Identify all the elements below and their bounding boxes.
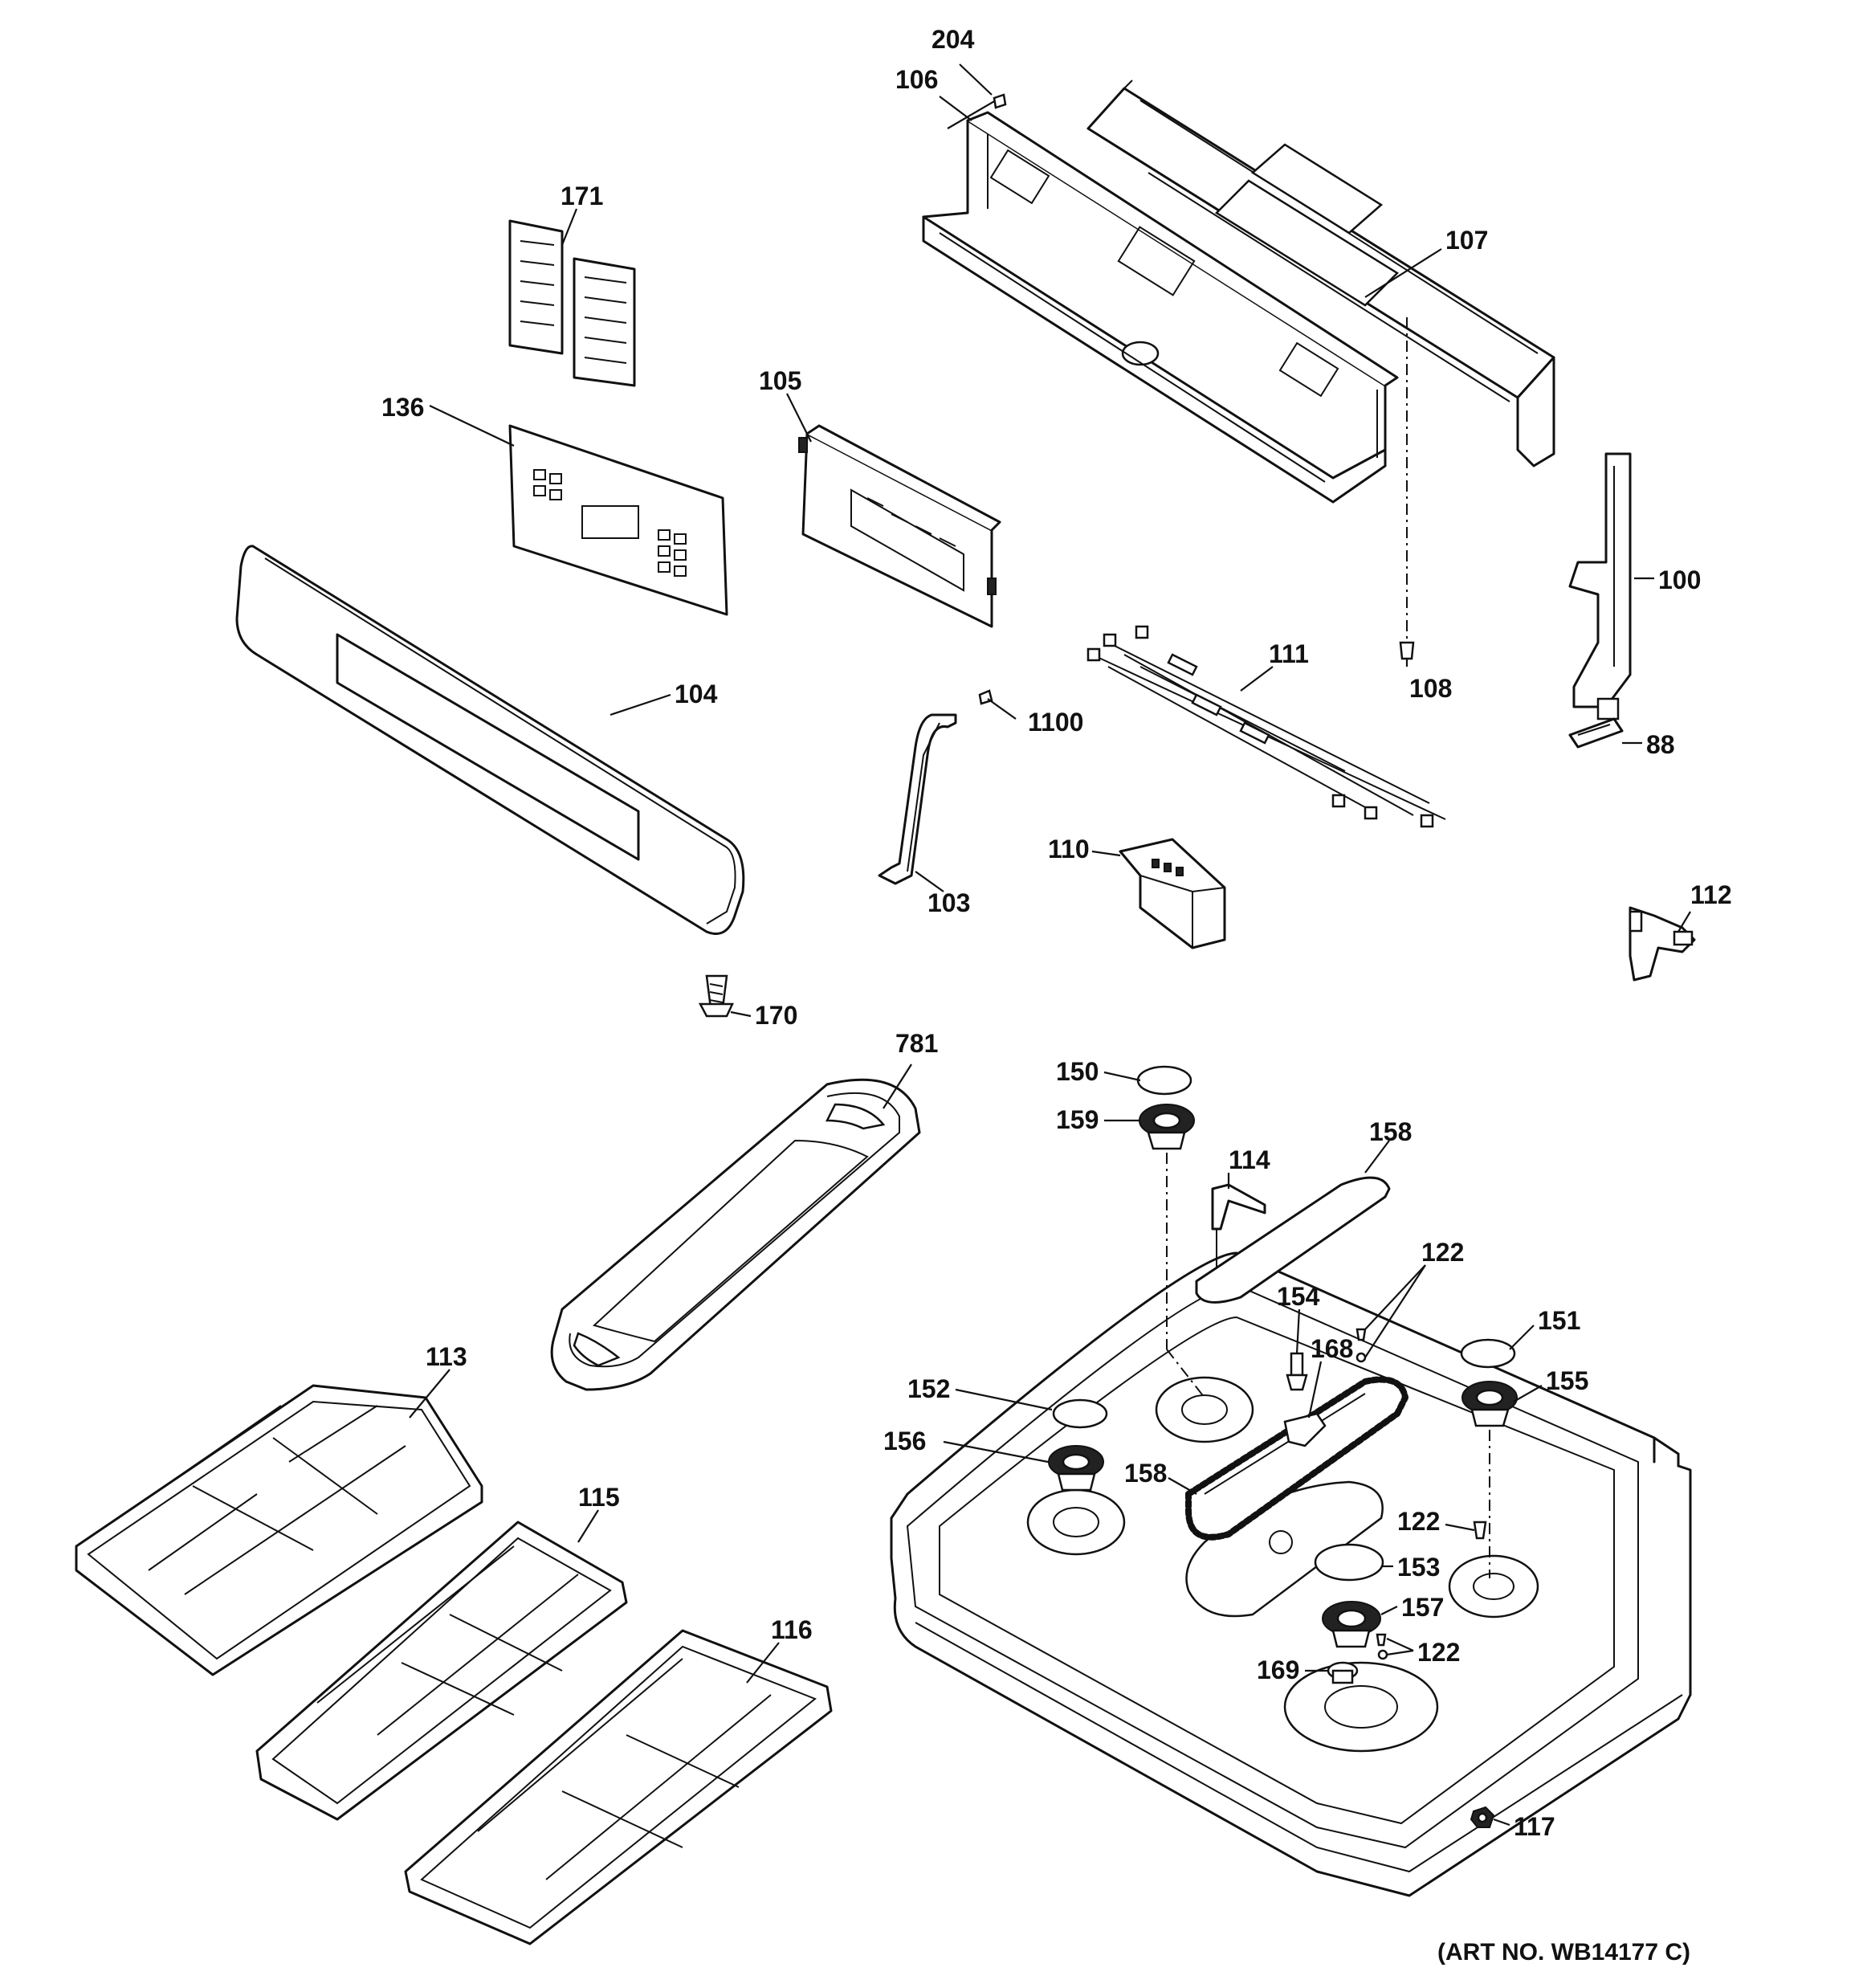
- label-1100: 1100: [1028, 708, 1083, 737]
- top-cap-107: [1086, 80, 1555, 467]
- label-112: 112: [1690, 880, 1732, 909]
- burner-cap-152: [1052, 1398, 1108, 1429]
- label-122-mid: 122: [1397, 1507, 1440, 1536]
- griddle-781: [550, 1078, 921, 1391]
- label-122-upper: 122: [1421, 1238, 1464, 1267]
- label-104: 104: [675, 680, 718, 708]
- label-157: 157: [1401, 1593, 1444, 1622]
- label-171: 171: [561, 182, 603, 210]
- label-114: 114: [1229, 1145, 1270, 1174]
- griddle-cover-158: [1195, 1176, 1391, 1304]
- burner-cap-151: [1460, 1338, 1516, 1369]
- label-136: 136: [381, 393, 424, 422]
- bracket-168: [1283, 1412, 1327, 1447]
- label-153: 153: [1397, 1553, 1440, 1582]
- burner-cap-153: [1314, 1543, 1384, 1582]
- bracket-88: [1568, 717, 1624, 749]
- leader-lines: [409, 63, 1691, 1827]
- grate-116: [404, 1629, 833, 1945]
- label-117: 117: [1514, 1812, 1555, 1841]
- burner-head-155: [1461, 1381, 1518, 1427]
- part-labels: 204 106 171 107 105 136 100 104 111 108 …: [381, 25, 1732, 1841]
- label-158-burner: 158: [1124, 1459, 1167, 1488]
- grate-113: [75, 1384, 483, 1676]
- screw-108: [1399, 317, 1415, 660]
- label-150: 150: [1056, 1057, 1099, 1086]
- screw-204: [947, 93, 1007, 129]
- label-107: 107: [1445, 226, 1488, 255]
- screw-170: [698, 974, 734, 1018]
- label-116: 116: [771, 1615, 813, 1644]
- label-108: 108: [1409, 674, 1452, 703]
- burner-head-159: [1139, 1104, 1195, 1150]
- label-154: 154: [1277, 1282, 1320, 1311]
- label-204: 204: [932, 25, 975, 54]
- label-151: 151: [1538, 1306, 1580, 1335]
- burner-head-156: [1048, 1445, 1104, 1492]
- label-103: 103: [927, 888, 970, 917]
- vent-grilles-171: [508, 219, 636, 387]
- rod-103: [878, 713, 957, 885]
- wire-harness-111: [1086, 625, 1446, 828]
- grate-115: [255, 1521, 628, 1821]
- label-88: 88: [1646, 730, 1675, 759]
- label-170: 170: [755, 1001, 797, 1030]
- label-111: 111: [1269, 639, 1309, 668]
- label-106: 106: [895, 65, 938, 94]
- screw-122-mid: [1473, 1521, 1487, 1540]
- label-115: 115: [578, 1483, 620, 1512]
- screws-122-lower: [1376, 1633, 1388, 1660]
- screw-1100: [978, 689, 993, 705]
- control-board-105: [798, 424, 1001, 628]
- electrode-154: [1286, 1352, 1308, 1391]
- burner-cap-150: [1136, 1065, 1192, 1096]
- label-156: 156: [883, 1427, 926, 1455]
- valve-112: [1629, 906, 1696, 982]
- label-169: 169: [1257, 1655, 1299, 1684]
- label-105: 105: [759, 366, 801, 395]
- label-781: 781: [895, 1029, 938, 1058]
- side-trim-100: [1568, 452, 1632, 720]
- label-100: 100: [1658, 565, 1701, 594]
- control-overlay-136: [508, 424, 728, 616]
- orifice-169: [1327, 1661, 1359, 1684]
- cooktop: [890, 1251, 1692, 1897]
- ignition-module-110: [1119, 838, 1226, 949]
- control-panel-104: [235, 545, 745, 935]
- label-113: 113: [426, 1342, 467, 1371]
- art-number: (ART NO. WB14177 C): [1437, 1939, 1690, 1966]
- label-155: 155: [1546, 1366, 1588, 1395]
- rear-panel-106: [922, 111, 1399, 504]
- label-110: 110: [1048, 835, 1090, 863]
- burner-head-157: [1322, 1601, 1381, 1648]
- label-122-lower: 122: [1417, 1638, 1460, 1667]
- label-168: 168: [1311, 1334, 1353, 1363]
- label-158-cover: 158: [1369, 1117, 1412, 1146]
- label-152: 152: [907, 1374, 950, 1403]
- nut-117: [1470, 1806, 1495, 1828]
- griddle-burner-158: [1185, 1376, 1408, 1541]
- label-159: 159: [1056, 1105, 1099, 1134]
